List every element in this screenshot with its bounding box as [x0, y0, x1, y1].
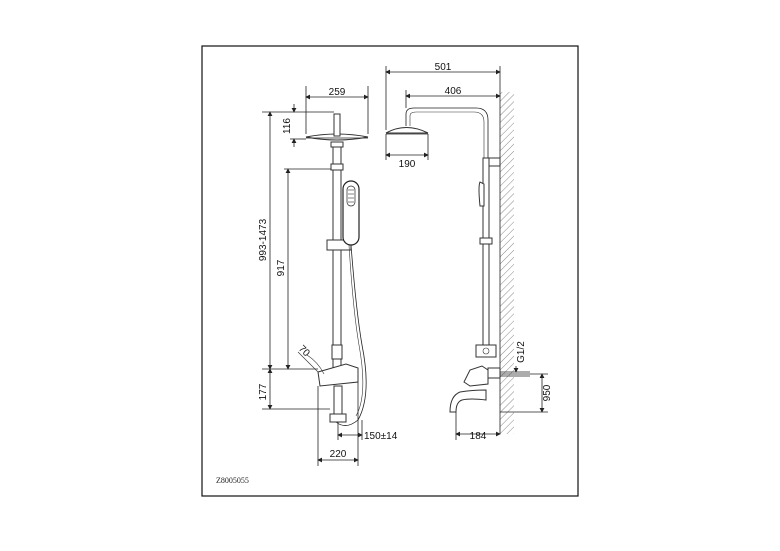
dim-outlet-offset: 150±14	[364, 431, 398, 442]
side-hand-shower	[478, 181, 485, 207]
drawing-code: Z8005055	[216, 476, 249, 485]
mixer-body	[317, 363, 359, 387]
dim-mount-height: 950	[542, 384, 553, 401]
wall	[500, 92, 514, 434]
front-view: 259 116 993-1473 917 177 70 150±14	[258, 86, 398, 466]
shower-head	[305, 133, 369, 141]
dim-rail-height: 917	[276, 259, 287, 276]
dim-total-height: 993-1473	[258, 218, 269, 261]
bath-spout	[449, 389, 487, 413]
dim-head-height: 116	[282, 118, 293, 134]
shower-hose	[335, 244, 367, 426]
hand-shower	[342, 180, 360, 246]
dim-head-diameter: 190	[399, 159, 416, 170]
side-shower-head	[385, 127, 429, 134]
overhead-arm	[405, 107, 489, 158]
dim-arm-length: 406	[445, 86, 462, 97]
dim-spout-reach: 184	[470, 431, 487, 442]
dim-mixer-width: 220	[330, 449, 347, 460]
shower-rail	[332, 146, 342, 370]
drawing-frame	[201, 45, 579, 497]
side-view: 501 406 190 G1/2 950 184	[385, 62, 553, 442]
dim-arm-reach: 501	[435, 62, 452, 73]
dim-inlet-thread: G1/2	[516, 341, 527, 363]
side-mixer	[463, 365, 489, 387]
dim-head-width: 259	[329, 87, 346, 98]
dim-mixer-height: 177	[258, 383, 269, 400]
